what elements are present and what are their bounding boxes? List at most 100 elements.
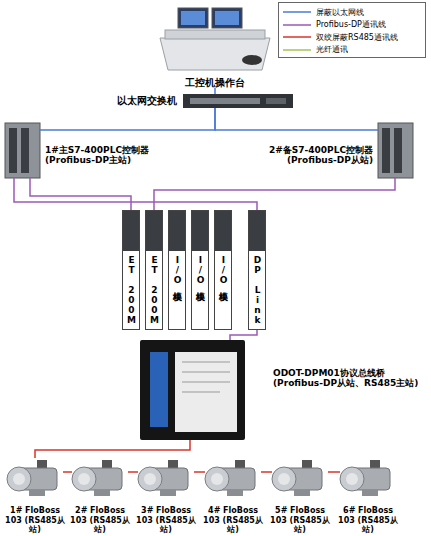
device-node: 1#主S7-400PLC控制器 (Profibus-DP主站) [5,123,40,178]
legend-sample [283,9,311,15]
gateway-panel [150,352,168,427]
device-node: 3# FloBoss 103 (RS485从站) [138,458,194,534]
flowmeter [138,460,188,496]
switch-body [183,94,293,108]
gateway-body [140,340,245,440]
screen [215,11,239,25]
device-node: 1# FloBoss 103 (RS485从站) [7,458,63,534]
connector-line [214,88,216,94]
connector-line [194,471,205,473]
flowmeter [205,460,255,496]
connector-line [40,108,215,130]
plc-body [5,123,40,178]
device-node: 5# FloBoss 103 (RS485从站) [272,458,328,534]
node-label: I/O模块 [215,255,231,285]
screen-line [182,382,230,383]
legend-sample-line [283,37,311,39]
connector-line [154,178,395,210]
plc-module [21,128,29,173]
device-node: 工控机操作台 [150,2,280,88]
switch-illustration [183,94,293,108]
flowmeter [272,460,322,496]
legend-text: Profibus-DP通讯线 [316,19,386,30]
node-label: 1# FloBoss 103 (RS485从站) [3,506,67,534]
legend-row: 光纤通讯 [283,44,421,57]
device-node: I/O模块 [191,210,209,330]
node-label: DP Link [249,255,265,325]
legend-sample [283,22,311,28]
node-label: ET 200M [123,255,139,325]
flowmeter [340,460,390,496]
flowmeter [7,460,57,496]
flowmeter [72,460,122,496]
legend-sample-line [283,49,311,51]
node-label: ODOT-DPM01协议总线桥 (Profibus-DP从站、RS485主站) [273,368,423,389]
node-label: I/O模块 [192,255,208,285]
device-node: 以太网交换机 [183,94,293,108]
device-node: 6# FloBoss 103 (RS485从站) [340,458,396,534]
screen-line [182,372,230,373]
device-node: I/O模块 [214,210,232,330]
legend-text: 双绞屏蔽RS485通讯线 [316,32,398,43]
legend-sample [283,34,311,40]
desk [160,38,270,70]
device-node: I/O模块 [168,210,186,330]
connector-line [30,178,131,210]
device-node: 4# FloBoss 103 (RS485从站) [205,458,261,534]
device-node: DP Link [248,210,266,330]
flowmeter-illustrations [7,460,390,496]
chair [242,55,262,65]
connector-line [128,471,138,473]
connector-line [230,330,257,340]
monitor [178,8,208,28]
device-node: ET 200M [145,210,163,330]
plc-module [9,128,17,173]
node-label: 5# FloBoss 103 (RS485从站) [268,506,332,534]
node-label: ET 200M [146,255,162,325]
node-label: 2#备S7-400PLC控制器 (Profibus-DP从站) [263,145,373,166]
device-node: ET 200M [122,210,140,330]
node-label: 2# FloBoss 103 (RS485从站) [68,506,132,534]
screen [181,11,205,25]
connector-line [63,471,72,473]
device-node: 2# FloBoss 103 (RS485从站) [72,458,128,534]
connector-line [14,178,257,210]
connector-line [328,471,340,473]
legend-row: 屏蔽以太网线 [283,6,421,19]
legend: 屏蔽以太网线Profibus-DP通讯线双绞屏蔽RS485通讯线光纤通讯 [278,2,426,58]
node-label: 1#主S7-400PLC控制器 (Profibus-DP主站) [45,145,155,166]
desk-top [165,30,265,39]
legend-sample-line [283,24,311,26]
legend-row: 双绞屏蔽RS485通讯线 [283,31,421,44]
plc-body [378,123,413,178]
device-node: ODOT-DPM01协议总线桥 (Profibus-DP从站、RS485主站) [140,340,245,440]
switch-ports [190,98,260,104]
gateway-screen [175,352,237,432]
legend-sample-line [283,12,311,14]
node-label: I/O模块 [169,255,185,285]
device-node: 2#备S7-400PLC控制器 (Profibus-DP从站) [378,123,413,178]
plc-illustration [5,123,413,178]
gateway-illustration [140,340,245,440]
plc-module [382,128,390,173]
connector-line [261,471,272,473]
plc-module [394,128,402,173]
node-label: 以太网交换机 [117,95,177,107]
legend-text: 光纤通讯 [316,44,348,55]
connector-line [215,108,378,130]
node-label: 6# FloBoss 103 (RS485从站) [336,506,400,534]
legend-text: 屏蔽以太网线 [316,7,364,18]
node-label: 工控机操作台 [146,77,284,89]
node-label: 3# FloBoss 103 (RS485从站) [134,506,198,534]
legend-sample [283,47,311,53]
node-label: 4# FloBoss 103 (RS485从站) [201,506,265,534]
connector-line [35,440,190,458]
screen-line [182,362,230,363]
switch-ports [266,98,286,104]
screen-line [182,392,220,393]
legend-row: Profibus-DP通讯线 [283,19,421,32]
monitor [212,8,242,28]
workstation-illustration [160,8,270,70]
